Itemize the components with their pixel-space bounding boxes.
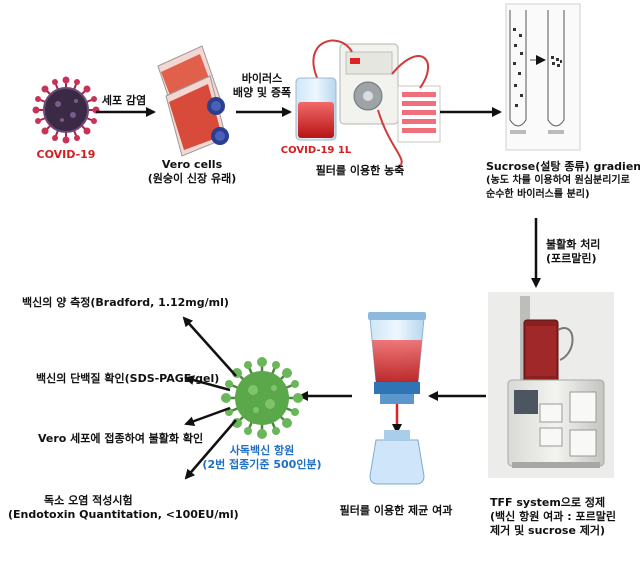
- inactivation-agent: (포르말린): [546, 252, 597, 265]
- sucrose-desc-1: (농도 차를 이용하여 원심분리기로: [486, 175, 630, 186]
- centrifuge-tube-icon: [505, 3, 581, 151]
- tff-desc-2: 제거 및 sucrose 제거): [490, 524, 606, 537]
- tff-title: TFF system으로 정제: [490, 496, 606, 509]
- culture-line2: 배양 및 증폭: [232, 86, 292, 99]
- cell-culture-flask-icon: [157, 45, 229, 157]
- output-sds-page: 백신의 단백질 확인(SDS-PAGE gel): [36, 372, 220, 385]
- vero-origin: (원숭이 신장 유래): [147, 172, 237, 185]
- antigen-dose: (2번 접종기준 500인분): [202, 458, 322, 471]
- inactivation-title: 불활화 처리: [546, 238, 601, 251]
- sucrose-desc-2: 순수한 바이러스를 분리): [486, 189, 590, 200]
- culture-label: 바이러스 배양 및 증폭: [233, 72, 291, 100]
- sterile-label: 필터를 이용한 제균 여과: [339, 504, 453, 517]
- output-bradford: 백신의 양 측정(Bradford, 1.12mg/ml): [22, 296, 229, 309]
- vero-label: Vero cells (원숭이 신장 유래): [148, 158, 237, 186]
- sucrose-label: Sucrose(설탕 종류) gradient (농도 차를 이용하여 원심분리…: [486, 160, 640, 202]
- concentrate-label: 필터를 이용한 농축: [315, 164, 405, 177]
- output-endotoxin: 독소 오염 적성시험 (Endotoxin Quantitation, <100…: [8, 494, 239, 522]
- bottle-top-filter-icon: [368, 312, 426, 485]
- culture-line1: 바이러스: [241, 72, 283, 85]
- coronavirus-icon: [32, 76, 100, 144]
- inactivation-label: 불활화 처리 (포르말린): [546, 238, 600, 266]
- arrow-output-3: [184, 406, 231, 426]
- sucrose-title: Sucrose(설탕 종류) gradient: [486, 160, 640, 173]
- output-endotoxin-detail: (Endotoxin Quantitation, <100EU/ml): [8, 508, 239, 521]
- filtration-apparatus-icon: [295, 39, 441, 169]
- antigen-title: 사독백신 항원: [229, 444, 295, 457]
- covid-label: COVID-19: [36, 148, 96, 161]
- arrow-output-1: [182, 316, 237, 377]
- arrow-output-2: [184, 375, 231, 392]
- tff-machine-icon: [488, 292, 614, 478]
- covid-1l-tag: COVID-19 1L: [280, 145, 352, 156]
- antigen-virus-icon: [221, 357, 303, 439]
- vero-name: Vero cells: [161, 158, 223, 171]
- arrow-output-4: [184, 419, 237, 480]
- infect-label: 세포 감염: [101, 94, 147, 107]
- antigen-label: 사독백신 항원 (2번 접종기준 500인분): [202, 444, 321, 472]
- output-inactivation-check: Vero 세포에 접종하여 불활화 확인: [38, 432, 204, 445]
- tff-desc-1: (백신 항원 여과 : 포르말린: [490, 510, 616, 523]
- output-endotoxin-title: 독소 오염 적성시험: [44, 494, 133, 507]
- tff-label: TFF system으로 정제 (백신 항원 여과 : 포르말린 제거 및 su…: [490, 496, 616, 538]
